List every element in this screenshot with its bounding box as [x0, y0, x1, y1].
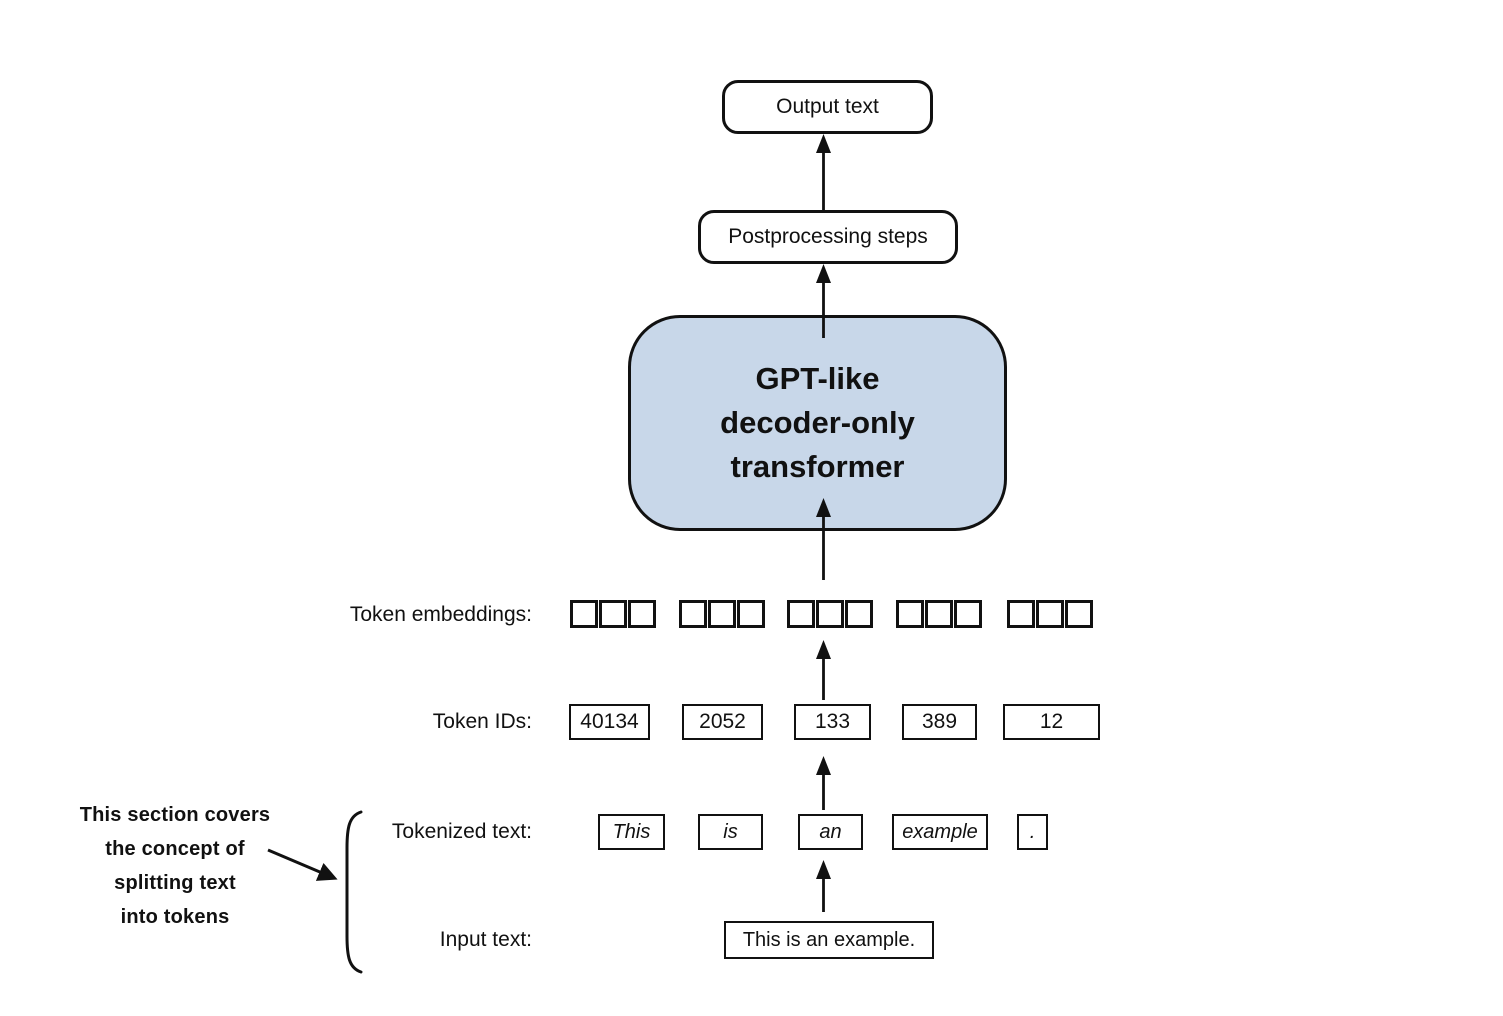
token-value: This	[612, 820, 651, 843]
annotation-line: splitting text	[114, 872, 236, 894]
output-text-box: Output text	[722, 80, 933, 134]
embedding-group-1	[570, 600, 656, 628]
section-brace	[345, 810, 363, 974]
token-id-box: 389	[902, 704, 977, 740]
input-text-box: This is an example.	[724, 921, 934, 959]
annotation-line: into tokens	[120, 906, 230, 928]
annotation-line: This section covers	[79, 804, 271, 826]
input-text-label: Input text:	[439, 928, 532, 951]
embedding-group-4	[896, 600, 982, 628]
transformer-label-line2: decoder-only	[720, 405, 915, 440]
token-box: This	[598, 814, 665, 850]
token-value: an	[819, 820, 842, 843]
token-box: is	[698, 814, 763, 850]
transformer-box: GPT-like decoder-only transformer	[628, 315, 1007, 531]
token-value: .	[1029, 820, 1036, 843]
embedding-square	[787, 600, 815, 628]
token-id-value: 2052	[699, 710, 746, 733]
embedding-square	[816, 600, 844, 628]
token-embeddings-label: Token embeddings:	[349, 603, 532, 626]
postprocessing-box: Postprocessing steps	[698, 210, 958, 264]
token-value: example	[902, 820, 978, 843]
embedding-square	[845, 600, 873, 628]
annotation-arrow	[267, 848, 338, 881]
embedding-square	[570, 600, 598, 628]
embedding-group-2	[679, 600, 765, 628]
arrow-ids-to-embeddings	[816, 640, 831, 700]
token-value: is	[723, 820, 738, 843]
annotation-note: This section covers the concept of split…	[70, 798, 280, 934]
embedding-square	[1036, 600, 1064, 628]
input-text-value: This is an example.	[742, 928, 916, 951]
token-id-box: 12	[1003, 704, 1100, 740]
embedding-square	[737, 600, 765, 628]
token-id-value: 12	[1039, 710, 1064, 733]
tokenized-text-label: Tokenized text:	[391, 820, 532, 843]
embedding-square	[599, 600, 627, 628]
embedding-square	[679, 600, 707, 628]
token-id-value: 389	[921, 710, 958, 733]
token-id-box: 133	[794, 704, 871, 740]
postprocessing-label: Postprocessing steps	[728, 225, 928, 248]
embedding-square	[925, 600, 953, 628]
embedding-square	[954, 600, 982, 628]
token-ids-label: Token IDs:	[432, 710, 532, 733]
arrow-tokenized-to-ids	[816, 756, 831, 810]
arrow-embeddings-to-transformer	[816, 498, 831, 580]
transformer-label-line3: transformer	[730, 449, 905, 484]
token-box: an	[798, 814, 863, 850]
embedding-square	[1065, 600, 1093, 628]
arrow-transformer-to-postprocessing	[816, 264, 831, 338]
token-id-value: 40134	[580, 710, 639, 733]
annotation-line: the concept of	[105, 838, 245, 860]
token-id-value: 133	[814, 710, 851, 733]
embedding-square	[896, 600, 924, 628]
token-id-box: 40134	[569, 704, 650, 740]
embedding-group-5	[1007, 600, 1093, 628]
embedding-square	[708, 600, 736, 628]
embedding-group-3	[787, 600, 873, 628]
embedding-square	[1007, 600, 1035, 628]
token-id-box: 2052	[682, 704, 763, 740]
transformer-label-line1: GPT-like	[755, 361, 880, 396]
token-box: example	[892, 814, 988, 850]
embedding-square	[628, 600, 656, 628]
output-text-label: Output text	[776, 95, 879, 118]
arrow-postprocessing-to-output	[816, 134, 831, 210]
arrow-input-to-tokenized	[816, 860, 831, 912]
token-box: .	[1017, 814, 1048, 850]
